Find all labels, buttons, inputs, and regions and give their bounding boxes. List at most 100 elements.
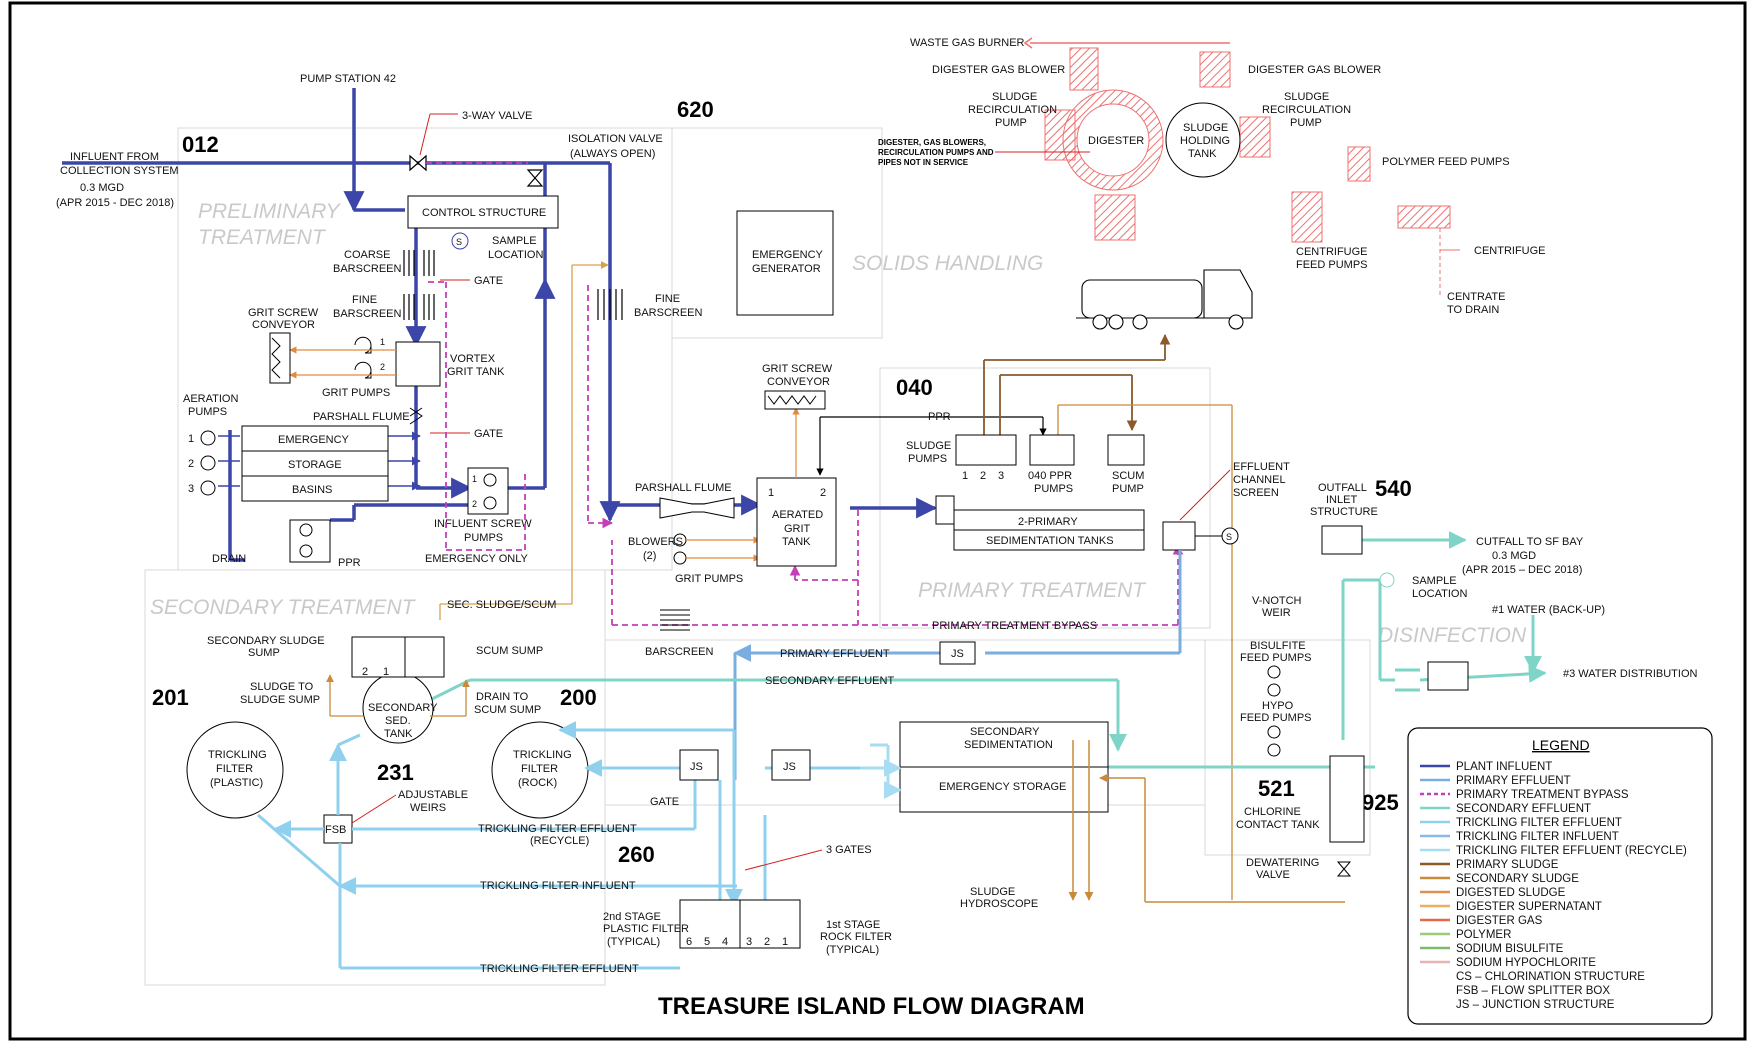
vnotch-label-1: V-NOTCH — [1252, 595, 1302, 607]
hypo-label-1: HYPO — [1262, 700, 1294, 712]
fine-barscreen-2-label-2: BARSCREEN — [634, 307, 703, 319]
legend-item-label: POLYMER — [1456, 929, 1511, 941]
vortex-label-2: GRIT TANK — [447, 366, 505, 378]
aeration-label-2: PUMPS — [188, 406, 227, 418]
contact-label-1: CHLORINE — [1244, 806, 1301, 818]
junction-structure-2[interactable] — [679, 749, 719, 781]
sec-sed-tank-label-2: SED. — [385, 715, 411, 727]
waste-gas-label: WASTE GAS BURNER — [910, 37, 1025, 49]
sludge-pumps-label-2: PUMPS — [908, 453, 947, 465]
svg-text:2: 2 — [764, 936, 770, 948]
effluent-channel-box[interactable] — [1162, 521, 1196, 551]
isolation-valve-icon[interactable] — [526, 169, 544, 187]
emergency-generator-label-2: GENERATOR — [752, 263, 821, 275]
ppr-pumps-box[interactable] — [1029, 434, 1075, 466]
emergency-only-label: EMERGENCY ONLY — [425, 553, 529, 565]
drain-to-label-1: DRAIN TO — [476, 691, 529, 703]
sec-sludge-scum-label: SEC. SLUDGE/SCUM — [447, 599, 556, 611]
sludge-pumps-box[interactable] — [955, 434, 1017, 466]
legend-item-label: CS – CHLORINATION STRUCTURE — [1456, 971, 1645, 983]
three-way-valve-icon[interactable] — [409, 154, 427, 172]
junction-structure-3[interactable] — [771, 749, 811, 781]
tf-effluent-label: TRICKLING FILTER EFFLUENT — [480, 963, 639, 975]
sludge-recirc-2-label-2: RECIRCULATION — [1262, 104, 1351, 116]
aeration-pump-icons[interactable]: 123 — [188, 433, 194, 495]
water-pumps-box[interactable] — [1427, 661, 1469, 691]
area-number-925: 925 — [1362, 790, 1399, 815]
svg-text:2: 2 — [188, 458, 194, 470]
legend-item-label: JS – JUNCTION STRUCTURE — [1456, 999, 1615, 1011]
svg-text:2: 2 — [472, 499, 477, 509]
sample-icon-2[interactable] — [1221, 527, 1239, 545]
junction-structure-1[interactable] — [939, 641, 976, 665]
dewater-label-2: VALVE — [1256, 869, 1290, 881]
digester-blower-1-label: DIGESTER GAS BLOWER — [932, 64, 1065, 76]
second-stage-label-2: PLASTIC FILTER — [603, 923, 689, 935]
cutfall-label-3: (APR 2015 – DEC 2018) — [1462, 564, 1582, 576]
centrifuge-feed-label-2: FEED PUMPS — [1296, 259, 1368, 271]
tf-plastic-label-3: (PLASTIC) — [210, 777, 263, 789]
parshall-flume-2-icon — [659, 497, 735, 519]
sample-location-icon[interactable] — [451, 232, 469, 250]
outfall-inlet-box[interactable] — [1321, 525, 1363, 555]
parshall-flume-icon — [409, 407, 423, 425]
legend-item-label: PLANT INFLUENT — [1456, 761, 1552, 773]
sludge-recirc-1-label-2: RECIRCULATION — [968, 104, 1057, 116]
sec-sed-label-2: SEDIMENTATION — [964, 739, 1053, 751]
trickling-filter-plastic[interactable] — [186, 721, 284, 819]
coarse-barscreen-label-2: BARSCREEN — [333, 263, 402, 275]
legend-item-label: TRICKLING FILTER INFLUENT — [1456, 831, 1619, 843]
hypo-label-2: FEED PUMPS — [1240, 712, 1312, 724]
aerated-label-3: TANK — [782, 536, 811, 548]
supernatant-lines — [439, 261, 609, 620]
isolation-valve-label-1: ISOLATION VALVE — [568, 133, 663, 145]
svg-text:2: 2 — [820, 487, 826, 499]
basins-basin[interactable] — [241, 475, 389, 502]
adj-weirs-label-2: WEIRS — [410, 802, 446, 814]
js-label-2: JS — [690, 761, 703, 773]
area-number-201: 201 — [152, 685, 189, 710]
ppr-pumps-label-1: 040 PPR — [1028, 470, 1072, 482]
blower-icons[interactable] — [673, 533, 687, 565]
vortex-label-1: VORTEX — [450, 353, 496, 365]
blowers-label-1: BLOWERS — [628, 536, 683, 548]
barscreen-label: BARSCREEN — [645, 646, 714, 658]
emergency-generator-box[interactable] — [736, 210, 834, 316]
eff-channel-label-2: CHANNEL — [1233, 474, 1286, 486]
area-number-040: 040 — [896, 375, 933, 400]
sample-icon-3[interactable] — [1379, 572, 1395, 588]
scum-pump-box[interactable] — [1107, 434, 1145, 466]
gate-label-1: GATE — [474, 275, 503, 287]
second-stage-label-3: (TYPICAL) — [607, 936, 660, 948]
storage-label: STORAGE — [288, 459, 342, 471]
grit-pump-icons[interactable] — [354, 336, 372, 379]
first-stage-label-2: ROCK FILTER — [820, 931, 892, 943]
secondary-effluent-label: SECONDARY EFFLUENT — [765, 675, 894, 687]
centrate-label-2: TO DRAIN — [1447, 304, 1499, 316]
area-number-200: 200 — [560, 685, 597, 710]
grit-conveyor-2-label-2: CONVEYOR — [767, 376, 830, 388]
gate-label-3: GATE — [650, 796, 679, 808]
solids-handling — [1023, 37, 1460, 298]
polymer-pumps-label: POLYMER FEED PUMPS — [1382, 156, 1510, 168]
aerated-grit-tank-box[interactable] — [756, 477, 837, 567]
svg-text:3: 3 — [188, 483, 194, 495]
sludge-scum-sumps-box[interactable] — [351, 636, 445, 678]
emergency-basin[interactable] — [241, 425, 389, 452]
grit-conveyor-box[interactable] — [269, 332, 291, 384]
dewatering-valve-icon[interactable] — [1336, 861, 1352, 877]
influent-label-2: COLLECTION SYSTEM — [60, 165, 179, 177]
sed-tanks-label: SEDIMENTATION TANKS — [986, 535, 1114, 547]
drain-label: DRAIN — [212, 553, 246, 565]
vortex-grit-tank-box[interactable] — [395, 341, 441, 387]
hydroscope-lines — [1068, 740, 1345, 903]
svg-text:2: 2 — [980, 470, 986, 482]
chlorine-contact-tank[interactable] — [1329, 755, 1365, 843]
control-structure-box[interactable] — [407, 195, 559, 229]
trickling-filter-lines — [257, 721, 860, 970]
tf-rock-label-1: TRICKLING — [513, 749, 572, 761]
legend-item-label: DIGESTER SUPERNATANT — [1456, 901, 1602, 913]
svg-text:3: 3 — [998, 470, 1004, 482]
bisulfite-label-1: BISULFITE — [1250, 640, 1306, 652]
